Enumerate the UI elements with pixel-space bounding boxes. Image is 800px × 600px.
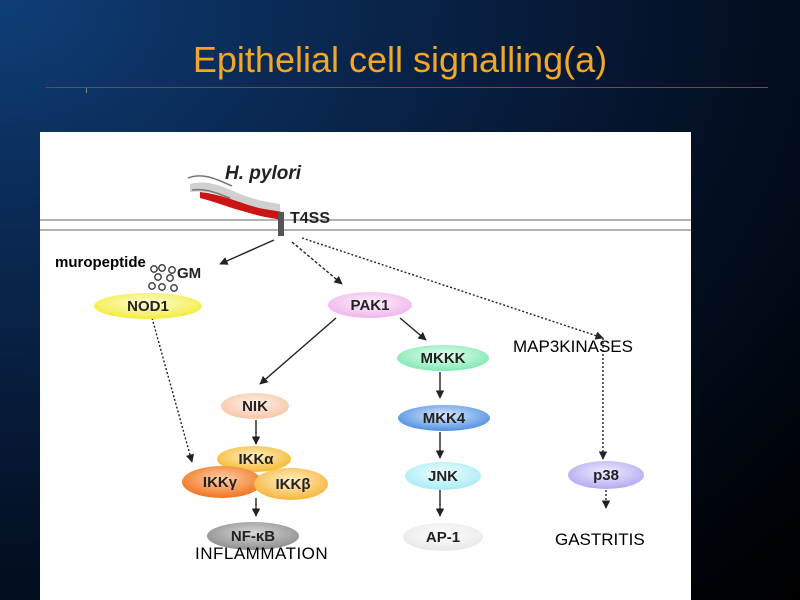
- arrow-pak1-to-mkkk: [399, 317, 427, 341]
- node-nfkb: [207, 522, 299, 550]
- node-p38: [568, 461, 644, 489]
- h-pylori-bacterium: [187, 175, 284, 236]
- inflammation-annotation: INFLAMMATION: [195, 544, 329, 563]
- node-p38-label: p38: [593, 467, 619, 484]
- node-ap1-label: AP-1: [426, 529, 460, 546]
- arrow-t4ss-to-pak1: [291, 241, 343, 285]
- node-nik: [221, 393, 289, 419]
- node-jnk-label: JNK: [428, 468, 458, 485]
- title-divider-tick: [86, 88, 87, 93]
- t4ss-label: T4SS: [290, 210, 330, 227]
- node-nfkb-label: NF-κB: [231, 528, 275, 545]
- node-ikkb: [254, 468, 328, 500]
- slide-title: Epithelial cell signalling(a): [192, 39, 608, 80]
- muropeptide-label: muropeptide: [55, 254, 146, 271]
- node-ikky: [182, 466, 262, 498]
- node-mkk4-label: MKK4: [423, 410, 466, 427]
- node-ap1: [403, 523, 483, 551]
- node-ikkb-label: IKKβ: [276, 476, 311, 493]
- node-mkkk: [397, 345, 489, 371]
- gm-molecule-icon: [148, 264, 178, 292]
- title-divider: [46, 87, 768, 88]
- pathway-diagram: NOD1 PAK1 MKKK NIK MKK4 IKKα IKKγ IKKβ J…: [40, 163, 691, 551]
- node-nod1-label: NOD1: [127, 298, 169, 315]
- node-nod1: [94, 293, 202, 319]
- t4ss-needle: [278, 212, 284, 236]
- pathway-diagram-panel: NOD1 PAK1 MKKK NIK MKK4 IKKα IKKγ IKKβ J…: [40, 132, 691, 600]
- gastritis-annotation: GASTRITIS: [555, 530, 645, 549]
- node-ikka-label: IKKα: [238, 451, 274, 468]
- map3kinases-annotation: MAP3KINASES: [513, 337, 633, 356]
- node-mkkk-label: MKKK: [421, 350, 466, 367]
- node-jnk: [405, 462, 481, 490]
- arrow-t4ss-to-p38-branch: [301, 237, 604, 340]
- node-nik-label: NIK: [242, 398, 268, 415]
- node-pak1-label: PAK1: [351, 297, 390, 314]
- node-ikka: [217, 446, 291, 472]
- node-mkk4: [398, 405, 490, 431]
- arrow-pak1-to-nik: [259, 317, 337, 385]
- arrow-t4ss-to-gm: [219, 239, 275, 265]
- arrow-nod1-to-ikk: [151, 317, 195, 463]
- node-pak1: [328, 292, 412, 318]
- node-ikky-label: IKKγ: [203, 474, 238, 491]
- gm-label: GM: [177, 265, 201, 282]
- h-pylori-label: H. pylori: [225, 163, 302, 184]
